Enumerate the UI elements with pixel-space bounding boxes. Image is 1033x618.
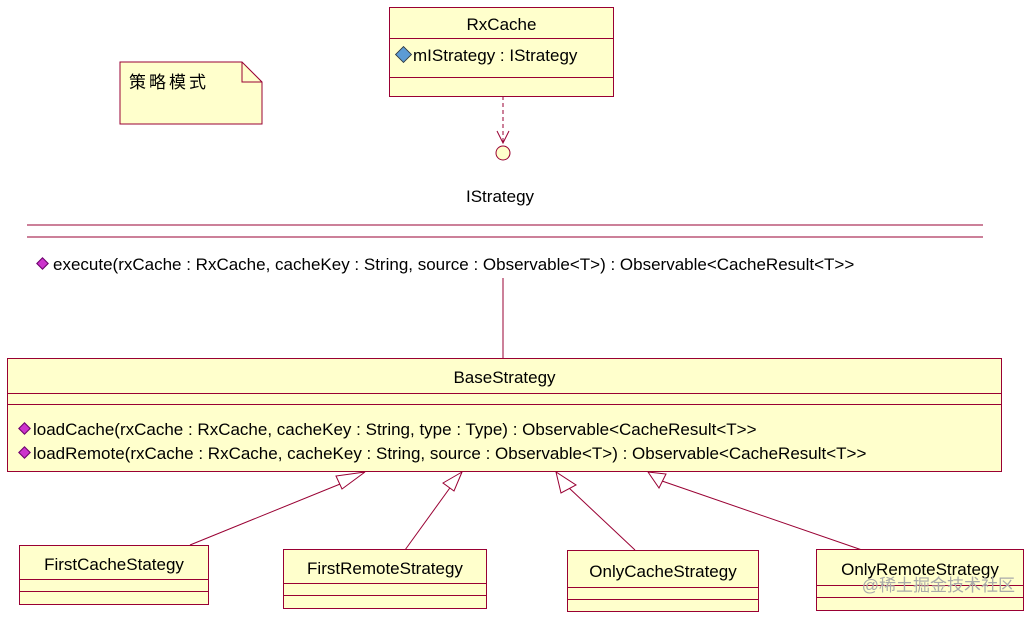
interface-lollipop: [495, 145, 511, 161]
operation-icon: [18, 422, 31, 435]
subclass-divider: [817, 585, 1023, 586]
generalization-line-firstremote: [404, 484, 453, 551]
rxcache-name-divider: [390, 38, 613, 39]
subclass-divider: [817, 597, 1023, 598]
subclass-divider: [284, 583, 486, 584]
subclass-divider: [20, 579, 208, 580]
basestrategy-class-name: BaseStrategy: [453, 368, 556, 387]
note-label: 策略模式: [129, 73, 209, 92]
subclass-divider: [568, 587, 758, 588]
rxcache-attr-divider: [390, 77, 613, 78]
firstremotestrategy-class[interactable]: FirstRemoteStrategy: [283, 549, 487, 609]
onlycachestrategy-class-name: OnlyCacheStrategy: [589, 562, 737, 581]
basestrategy-attr-divider: [8, 404, 1001, 405]
basestrategy-name-divider: [8, 393, 1001, 394]
generalization-line-firstcache: [189, 479, 351, 546]
subclass-divider: [20, 591, 208, 592]
firstcachestategy-class[interactable]: FirstCacheStategy: [19, 545, 209, 605]
note-fold: [241, 62, 262, 83]
protected-attribute-icon: [395, 46, 412, 63]
basestrategy-operation-loadremote: loadRemote(rxCache : RxCache, cacheKey :…: [18, 444, 867, 464]
operation-icon: [36, 257, 49, 270]
generalization-arrow-firstcache: [335, 471, 366, 490]
note-shape: [119, 61, 263, 125]
rxcache-class-name: RxCache: [466, 15, 537, 34]
interface-operation: execute(rxCache : RxCache, cacheKey : St…: [36, 255, 855, 275]
firstcachestategy-class-name: FirstCacheStategy: [44, 555, 184, 574]
rxcache-class[interactable]: RxCache mIStrategy : IStrategy: [389, 7, 614, 97]
generalization-arrow-onlycache: [555, 470, 577, 494]
interface-operation-text: execute(rxCache : RxCache, cacheKey : St…: [53, 255, 855, 274]
generalization-arrow-onlyremote: [646, 471, 667, 489]
rxcache-attribute: mIStrategy : IStrategy: [395, 46, 578, 66]
operation-icon: [18, 446, 31, 459]
interface-name[interactable]: IStrategy: [466, 187, 535, 206]
onlycachestrategy-class[interactable]: OnlyCacheStrategy: [567, 550, 759, 612]
firstremotestrategy-class-name: FirstRemoteStrategy: [307, 559, 463, 578]
basestrategy-operation-loadcache: loadCache(rxCache : RxCache, cacheKey : …: [18, 420, 757, 440]
generalization-line-onlyremote: [661, 480, 863, 551]
subclass-divider: [568, 599, 758, 600]
dependency-arrowhead: [496, 130, 510, 145]
watermark: @稀土掘金技术社区: [861, 576, 1015, 595]
rxcache-attribute-text: mIStrategy : IStrategy: [413, 46, 578, 65]
onlyremotestrategy-class-name: OnlyRemoteStrategy: [841, 560, 999, 579]
generalization-line-onlycache: [567, 486, 636, 551]
generalization-arrow-firstremote: [442, 470, 464, 492]
loadcache-text: loadCache(rxCache : RxCache, cacheKey : …: [33, 420, 757, 439]
onlyremotestrategy-class[interactable]: OnlyRemoteStrategy: [816, 549, 1024, 611]
basestrategy-class[interactable]: BaseStrategy loadCache(rxCache : RxCache…: [7, 358, 1002, 472]
loadremote-text: loadRemote(rxCache : RxCache, cacheKey :…: [33, 444, 867, 463]
subclass-divider: [284, 595, 486, 596]
